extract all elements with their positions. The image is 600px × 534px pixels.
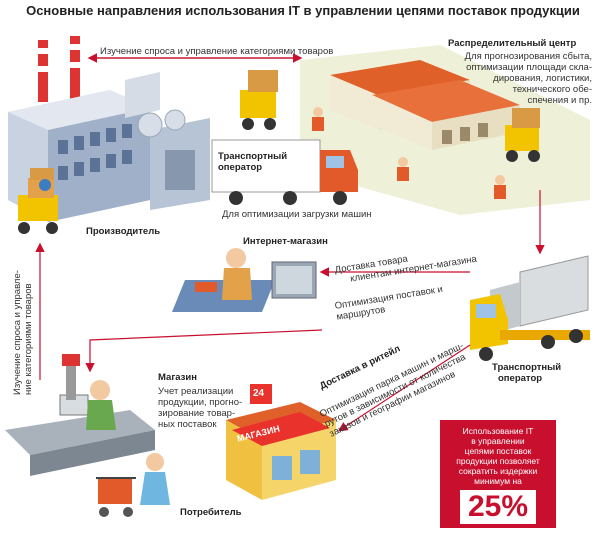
forklift-dc: [240, 70, 540, 162]
left-vertical-line: Изучение спроса и управле-: [12, 270, 23, 395]
label-transport-operator-bottom: оператор: [498, 373, 543, 384]
dc-description: Для прогнозирования сбыта, оптимизации п…: [460, 51, 592, 106]
store-hours-sign: 24: [253, 388, 265, 399]
callout-line: в управлении: [471, 436, 525, 446]
truck-top: [211, 139, 358, 205]
shop-description-line: зирование товар-: [158, 408, 236, 419]
internet-shop-illustration: [172, 248, 317, 312]
left-vertical-line: ние категориями товаров: [23, 283, 34, 395]
label-top-arrow: Изучение спроса и управление категориями…: [100, 46, 334, 57]
label-internet-shop: Интернет-магазин: [243, 236, 328, 247]
callout-line: Использование IT: [462, 426, 534, 436]
left-vertical-label: Изучение спроса и управле- ние категория…: [12, 270, 34, 395]
label-truck-load: Для оптимизации загрузки машин: [222, 209, 372, 220]
label-producer: Производитель: [86, 226, 161, 237]
dc-description-line: технического обе-: [512, 84, 592, 95]
arrow-internet-to-shop: [85, 329, 323, 373]
shop-counter-illustration: [5, 354, 155, 476]
callout-line: сократить издержки: [458, 466, 538, 476]
label-consumer: Потребитель: [180, 507, 242, 518]
savings-callout-text: Использование IT в управлении цепями пос…: [444, 426, 552, 486]
page-title: Основные направления использования IT в …: [26, 3, 580, 18]
callout-line: минимум на: [474, 476, 522, 486]
dc-description-line: оптимизации площади скла-: [466, 62, 592, 73]
label-distribution-center: Распределительный центр: [448, 38, 577, 49]
truck-bottom: [470, 255, 590, 361]
warehouse-illustration: [330, 60, 520, 150]
shop-description-line: ных поставок: [158, 419, 217, 430]
label-transport-operator-top: оператор: [218, 162, 263, 173]
store-illustration: [226, 384, 336, 500]
dc-description-line: спечения и пр.: [527, 95, 592, 106]
label-transport-operator-top: Транспортный: [218, 151, 288, 162]
flow-arrows: [35, 53, 545, 432]
callout-line: продукции позволяет: [456, 456, 540, 466]
factory-illustration: [8, 36, 210, 222]
dc-description-line: Для прогнозирования сбыта,: [464, 51, 592, 62]
forklift-producer: [18, 168, 58, 234]
shop-description-line: продукции, прогно-: [158, 397, 243, 408]
shop-description-line: Учет реализации: [158, 386, 234, 397]
savings-percent: 25%: [460, 490, 536, 524]
arrow-truck-to-store: [337, 344, 471, 432]
consumer-illustration: [96, 453, 170, 517]
dc-description-line: дирования, логистики,: [493, 73, 592, 84]
savings-callout: Использование IT в управлении цепями пос…: [440, 420, 556, 528]
shop-description: Учет реализации продукции, прогно- зиров…: [158, 386, 242, 430]
label-shop: Магазин: [158, 372, 197, 383]
callout-line: цепями поставок: [464, 446, 532, 456]
label-transport-operator-bottom: Транспортный: [492, 362, 562, 373]
workers: [312, 107, 506, 199]
